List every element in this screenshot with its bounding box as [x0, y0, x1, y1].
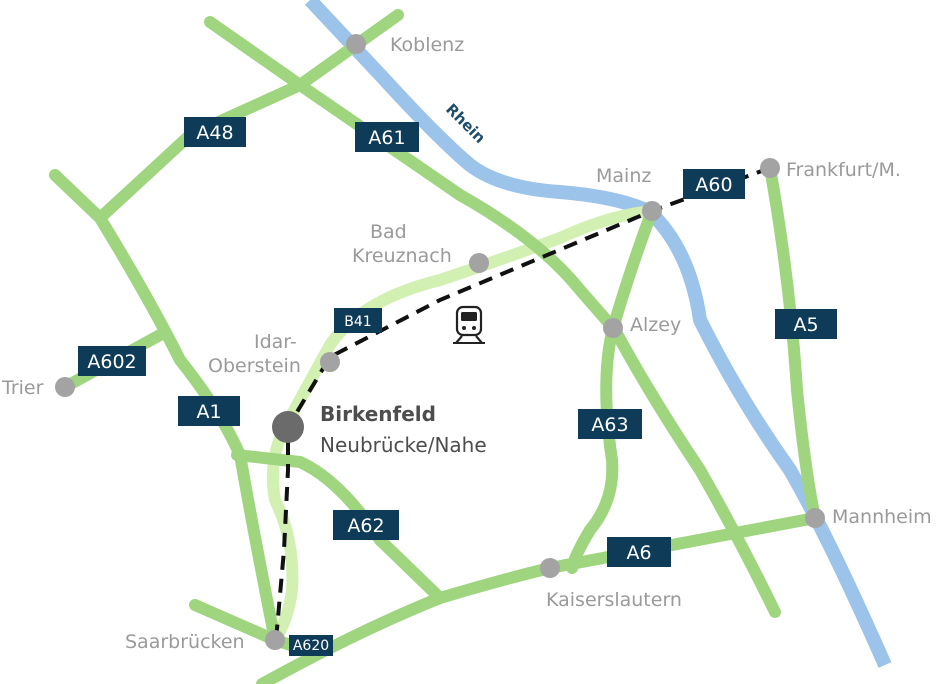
label-frankfurt: Frankfurt/M.	[786, 159, 901, 181]
dot-frankfurt	[760, 158, 780, 178]
label-birkenfeld: Birkenfeld	[320, 402, 436, 426]
shield-a61: A61	[355, 122, 419, 152]
road-a1	[49, 169, 281, 646]
dot-birkenfeld	[272, 411, 304, 443]
shield-a48: A48	[184, 117, 246, 147]
dot-saarbruecken	[265, 630, 285, 650]
svg-text:A1: A1	[196, 401, 221, 423]
label-neubruecke: Neubrücke/Nahe	[320, 433, 487, 457]
shield-a5: A5	[775, 309, 837, 339]
shield-b41: B41	[334, 308, 382, 333]
svg-text:A61: A61	[368, 127, 405, 149]
label-kaiserslautern: Kaiserslautern	[546, 589, 682, 611]
svg-text:A63: A63	[591, 414, 628, 436]
svg-text:B41: B41	[344, 314, 371, 330]
train-icon	[453, 305, 485, 344]
river-rhein	[304, 0, 892, 668]
label-idar-1: Idar-	[254, 331, 297, 353]
road-a63	[566, 205, 658, 574]
shield-a620: A620	[289, 635, 333, 656]
dot-mannheim	[805, 508, 825, 528]
shield-a63: A63	[578, 409, 642, 439]
label-idar-2: Oberstein	[208, 355, 301, 377]
road-a5	[764, 162, 821, 524]
svg-text:A602: A602	[87, 351, 136, 373]
shield-a62: A62	[333, 510, 399, 540]
shield-a602: A602	[78, 346, 146, 376]
label-saarbruecken: Saarbrücken	[125, 631, 245, 653]
motorways	[49, 9, 821, 684]
dot-idar-oberstein	[320, 352, 340, 372]
svg-text:A620: A620	[293, 638, 329, 654]
label-trier: Trier	[1, 377, 44, 399]
dot-koblenz	[346, 34, 366, 54]
road-a6	[256, 512, 821, 684]
label-mainz: Mainz	[596, 165, 651, 187]
label-bad-kreuznach-1: Bad	[370, 221, 407, 243]
dot-trier	[55, 377, 75, 397]
dot-bad-kreuznach	[469, 253, 489, 273]
shield-a1: A1	[178, 396, 240, 426]
road-a61	[204, 16, 781, 618]
label-mannheim: Mannheim	[832, 506, 932, 528]
shield-a6: A6	[607, 537, 671, 567]
svg-text:A5: A5	[793, 314, 818, 336]
svg-text:A62: A62	[347, 515, 384, 537]
dot-mainz	[642, 201, 662, 221]
svg-text:A60: A60	[695, 174, 732, 196]
svg-text:A6: A6	[626, 542, 651, 564]
dot-alzey	[603, 318, 623, 338]
dot-kaiserslautern	[540, 558, 560, 578]
label-koblenz: Koblenz	[390, 34, 464, 56]
label-bad-kreuznach-2: Kreuznach	[352, 245, 452, 267]
label-alzey: Alzey	[630, 314, 681, 336]
rail-line	[274, 166, 771, 641]
shield-a60: A60	[683, 169, 745, 199]
svg-text:A48: A48	[196, 122, 233, 144]
city-dots	[55, 34, 825, 650]
